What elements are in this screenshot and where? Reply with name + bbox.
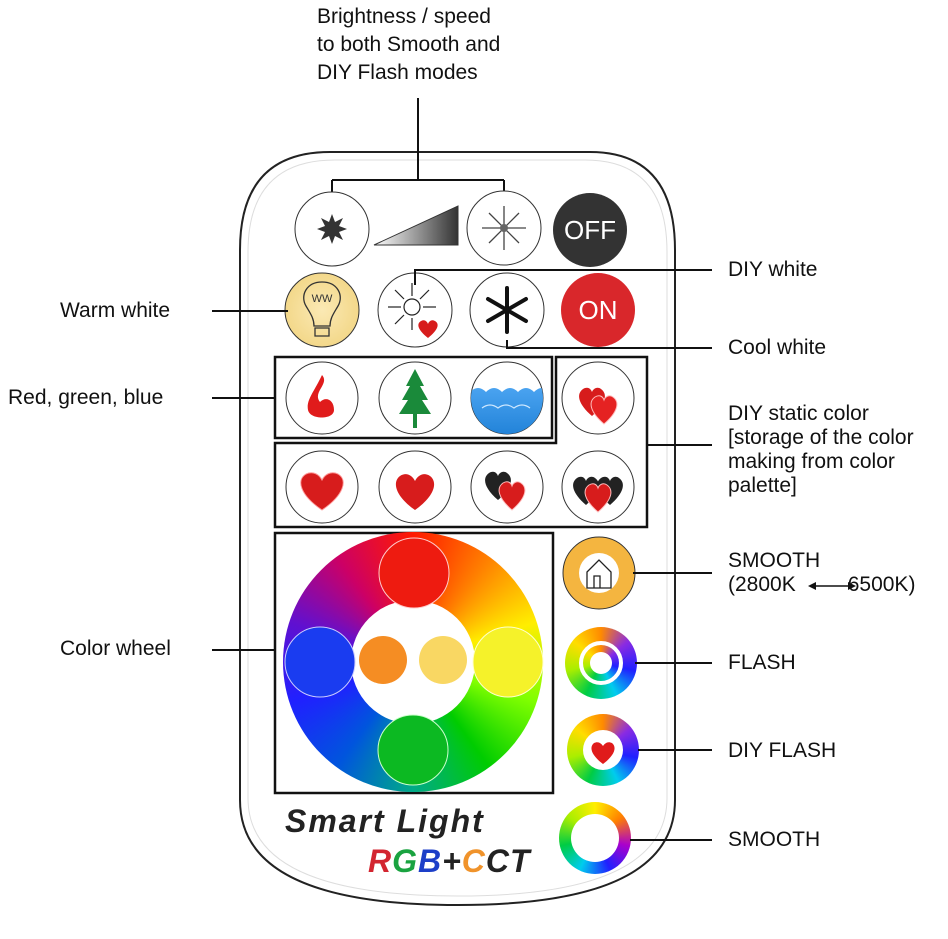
heart-icon [395, 474, 435, 510]
smooth-button[interactable] [559, 802, 631, 874]
smooth-cct-button[interactable] [562, 536, 636, 610]
diy-static-button-3[interactable] [378, 450, 452, 524]
sun-heart-icon [388, 283, 436, 330]
wheel-yellow-button[interactable] [472, 626, 544, 698]
heart-icon [591, 742, 615, 764]
bulb-icon [303, 281, 341, 337]
brightness-down-button[interactable] [294, 191, 370, 267]
tree-icon [399, 369, 431, 414]
wheel-warm-button[interactable] [419, 636, 467, 684]
hearts-icon [584, 483, 612, 513]
svg-text:OFF: OFF [564, 215, 616, 245]
dim-sun-icon [317, 214, 347, 244]
arrow-left-icon [808, 582, 816, 590]
label-rgb: Red, green, blue [8, 386, 164, 409]
green-button[interactable] [378, 361, 452, 435]
diy-static-button-4[interactable] [470, 450, 544, 524]
warm-white-button[interactable]: WW [284, 272, 360, 348]
color-wheel[interactable] [283, 532, 544, 792]
diy-static-button-2[interactable] [285, 450, 359, 524]
svg-text:WW: WW [312, 293, 333, 305]
diy-static-button-5[interactable] [561, 450, 635, 524]
diy-white-button[interactable] [377, 272, 453, 348]
off-button[interactable]: OFF [553, 193, 627, 267]
brand-rgb-cct: RGB+CCT [368, 843, 532, 879]
label-warm-white: Warm white [60, 299, 171, 322]
snowflake-icon [486, 286, 528, 334]
on-button[interactable]: ON [561, 273, 635, 347]
label-diy-static: DIY static color [storage of the color m… [728, 402, 914, 497]
hearts-icon [300, 472, 344, 511]
label-diy-white: DIY white [728, 258, 818, 281]
label-diy-flash: DIY FLASH [728, 739, 837, 762]
brand-smart-light: Smart Light [285, 803, 485, 839]
cool-white-button[interactable] [469, 272, 545, 348]
label-cool-white: Cool white [728, 336, 827, 359]
label-smooth: SMOOTH [728, 828, 821, 851]
brightness-up-button[interactable] [466, 190, 542, 266]
blue-button[interactable] [470, 361, 548, 440]
brightness-ramp-icon [373, 205, 459, 246]
arrow-right-icon [848, 582, 856, 590]
wheel-orange-button[interactable] [359, 636, 407, 684]
leader-lines [212, 269, 852, 841]
hearts-icon [498, 481, 526, 511]
label-brightness-speed: Brightness / speed to both Smooth and DI… [317, 5, 501, 84]
flame-icon [307, 375, 334, 418]
svg-text:ON: ON [579, 295, 618, 325]
wheel-green-button[interactable] [377, 714, 449, 786]
diy-static-button-1[interactable] [561, 361, 635, 435]
flash-button[interactable] [565, 627, 637, 699]
label-flash: FLASH [728, 651, 796, 674]
wheel-blue-button[interactable] [284, 626, 356, 698]
diy-flash-button[interactable] [567, 714, 639, 786]
red-button[interactable] [285, 361, 359, 435]
diy-static-box [273, 355, 649, 529]
wheel-red-button[interactable] [378, 537, 450, 609]
label-color-wheel: Color wheel [60, 637, 171, 660]
house-icon [586, 559, 612, 589]
brightness-bracket [331, 98, 505, 195]
